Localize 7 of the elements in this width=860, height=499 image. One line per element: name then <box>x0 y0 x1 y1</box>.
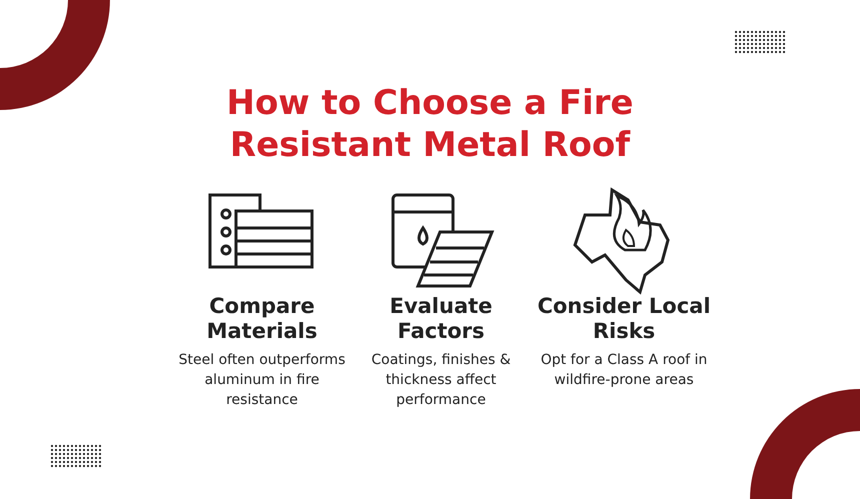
step-description: Steel often outperforms aluminum in fire resistance <box>178 351 346 410</box>
step-description: Coatings, finishes & thickness affect performance <box>370 351 512 410</box>
step-description: Opt for a Class A roof in wildfire-prone areas <box>540 351 708 390</box>
title: How to Choose a Fire Resistant Metal Roof <box>225 82 634 166</box>
step-heading: Consider Local Risks <box>536 294 712 344</box>
step-heading: Evaluate Factors <box>388 294 494 344</box>
step-heading: Compare Materials <box>206 294 318 344</box>
